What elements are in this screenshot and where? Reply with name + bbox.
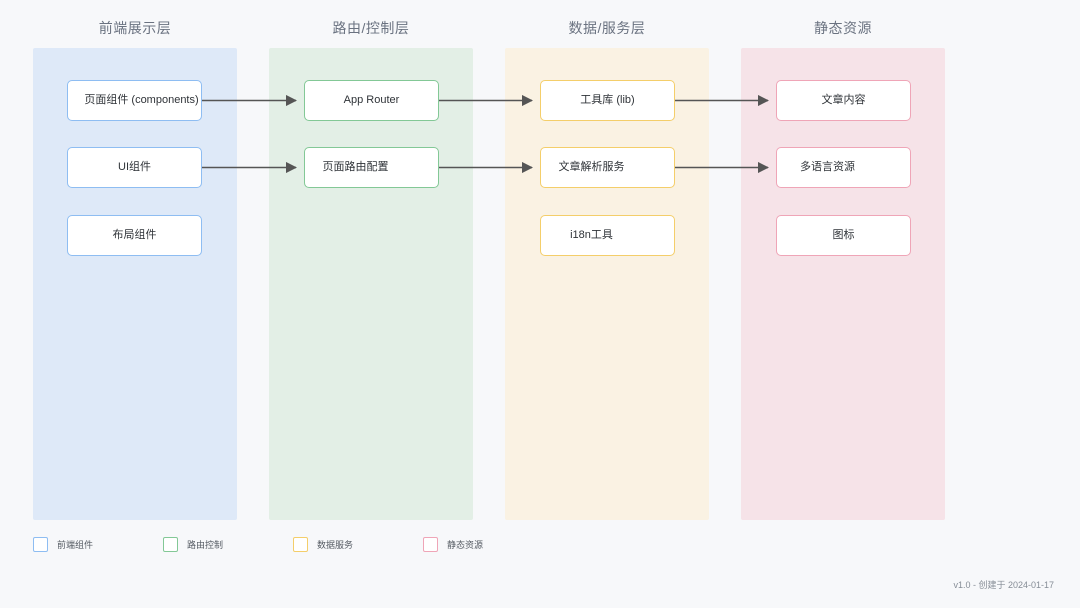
node-multilingual-resources[interactable]: 多语言资源 xyxy=(776,147,911,188)
node-label: App Router xyxy=(343,94,400,106)
node-label: 工具库 (lib) xyxy=(580,94,635,106)
node-label: 图标 xyxy=(832,229,855,241)
node-label: 文章内容 xyxy=(821,94,866,106)
legend-label: 数据服务 xyxy=(317,540,354,550)
node-lib-toolkit[interactable]: 工具库 (lib) xyxy=(540,80,675,121)
footer-version-text: v1.0 - 创建于 2024-01-17 xyxy=(953,580,1054,590)
node-page-components[interactable]: 页面组件 (components) xyxy=(67,80,202,121)
layer-band-static-assets xyxy=(741,48,945,520)
node-page-route-config[interactable]: 页面路由配置 xyxy=(304,147,439,188)
node-article-content[interactable]: 文章内容 xyxy=(776,80,911,121)
legend: 前端组件 路由控制 数据服务 静态资源 xyxy=(33,537,553,552)
column-header-frontend: 前端展示层 xyxy=(98,20,172,36)
node-icons[interactable]: 图标 xyxy=(776,215,911,256)
column-header-static-assets: 静态资源 xyxy=(814,20,872,36)
node-ui-components[interactable]: UI组件 xyxy=(67,147,202,188)
node-layout-components[interactable]: 布局组件 xyxy=(67,215,202,256)
node-label: i18n工具 xyxy=(570,229,613,241)
node-app-router[interactable]: App Router xyxy=(304,80,439,121)
legend-label: 路由控制 xyxy=(187,540,224,550)
legend-label: 静态资源 xyxy=(447,540,484,550)
legend-swatch-icon xyxy=(293,537,309,552)
legend-item-frontend[interactable]: 前端组件 xyxy=(33,537,93,552)
layer-band-data-service xyxy=(505,48,709,520)
column-header-data-service: 数据/服务层 xyxy=(568,20,646,36)
node-label: 文章解析服务 xyxy=(558,161,625,173)
layer-band-frontend xyxy=(33,48,237,520)
node-label: UI组件 xyxy=(118,161,151,173)
legend-item-static-assets[interactable]: 静态资源 xyxy=(423,537,483,552)
legend-swatch-icon xyxy=(423,537,439,552)
legend-label: 前端组件 xyxy=(57,540,94,550)
node-article-parser-service[interactable]: 文章解析服务 xyxy=(540,147,675,188)
column-header-routing: 路由/控制层 xyxy=(332,20,410,36)
legend-item-data-service[interactable]: 数据服务 xyxy=(293,537,353,552)
node-i18n-tool[interactable]: i18n工具 xyxy=(540,215,675,256)
node-label: 页面组件 (components) xyxy=(84,94,199,106)
node-label: 页面路由配置 xyxy=(322,161,389,173)
legend-swatch-icon xyxy=(163,537,179,552)
legend-swatch-icon xyxy=(33,537,48,552)
layer-band-routing xyxy=(269,48,473,520)
node-label: 布局组件 xyxy=(112,229,157,241)
node-label: 多语言资源 xyxy=(800,161,855,173)
legend-item-routing[interactable]: 路由控制 xyxy=(163,537,223,552)
